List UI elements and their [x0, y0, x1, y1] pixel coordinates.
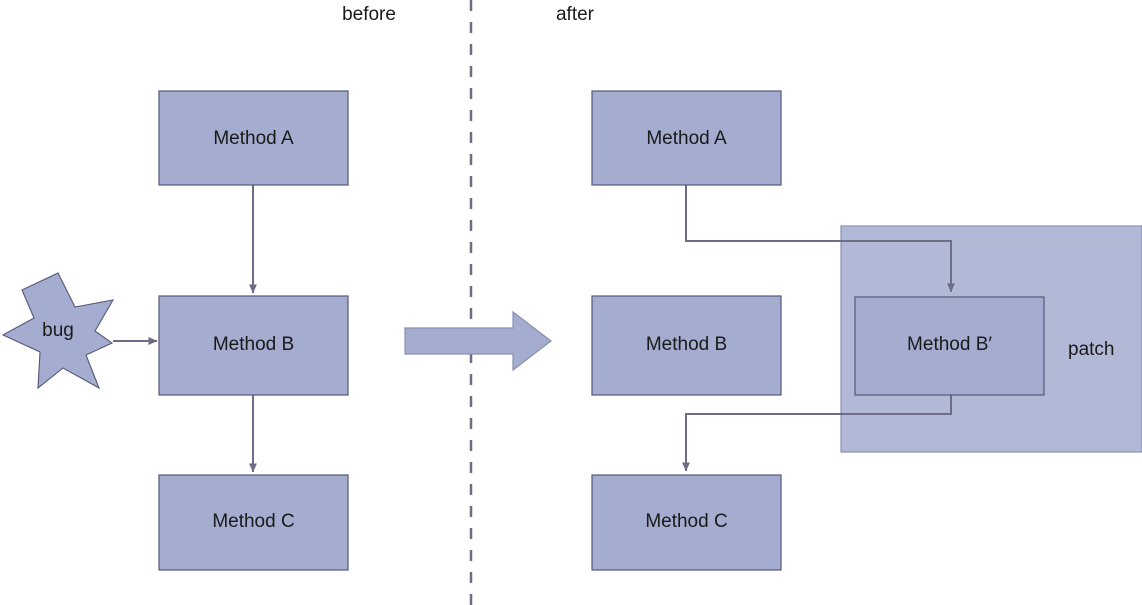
- patch-label: patch: [1068, 339, 1114, 360]
- node-method-c-after[interactable]: Method C: [591, 474, 782, 571]
- node-label: Method B: [213, 334, 294, 355]
- bug-star-shape: [1, 272, 115, 390]
- edge-a-to-bprime: [685, 185, 955, 293]
- node-box: [591, 295, 782, 396]
- node-label: Method C: [645, 511, 727, 532]
- node-box: [158, 90, 349, 186]
- node-method-a-after[interactable]: Method A: [591, 90, 782, 186]
- node-box: [158, 295, 349, 396]
- node-label: Method B′: [907, 334, 992, 355]
- node-method-b-before[interactable]: Method B: [158, 295, 349, 396]
- node-box: [591, 474, 782, 571]
- edge-bprime-to-c: [682, 395, 952, 472]
- section-title-before: before: [342, 4, 396, 25]
- transition-block-arrow-icon: [404, 310, 552, 372]
- node-box: [158, 474, 349, 571]
- section-title-after: after: [556, 4, 595, 25]
- node-label: Method A: [213, 128, 294, 149]
- node-label: Method B: [646, 334, 727, 355]
- node-label: Method A: [646, 128, 727, 149]
- node-method-a-before[interactable]: Method A: [158, 90, 349, 186]
- node-label: Method C: [212, 511, 294, 532]
- bug-label: bug: [42, 320, 74, 341]
- node-method-b-prime[interactable]: Method B′: [854, 296, 1045, 396]
- bug-star-node: bug: [1, 272, 115, 390]
- node-method-c-before[interactable]: Method C: [158, 474, 349, 571]
- node-box: [591, 90, 782, 186]
- node-box: [854, 296, 1045, 396]
- node-method-b-after[interactable]: Method B: [591, 295, 782, 396]
